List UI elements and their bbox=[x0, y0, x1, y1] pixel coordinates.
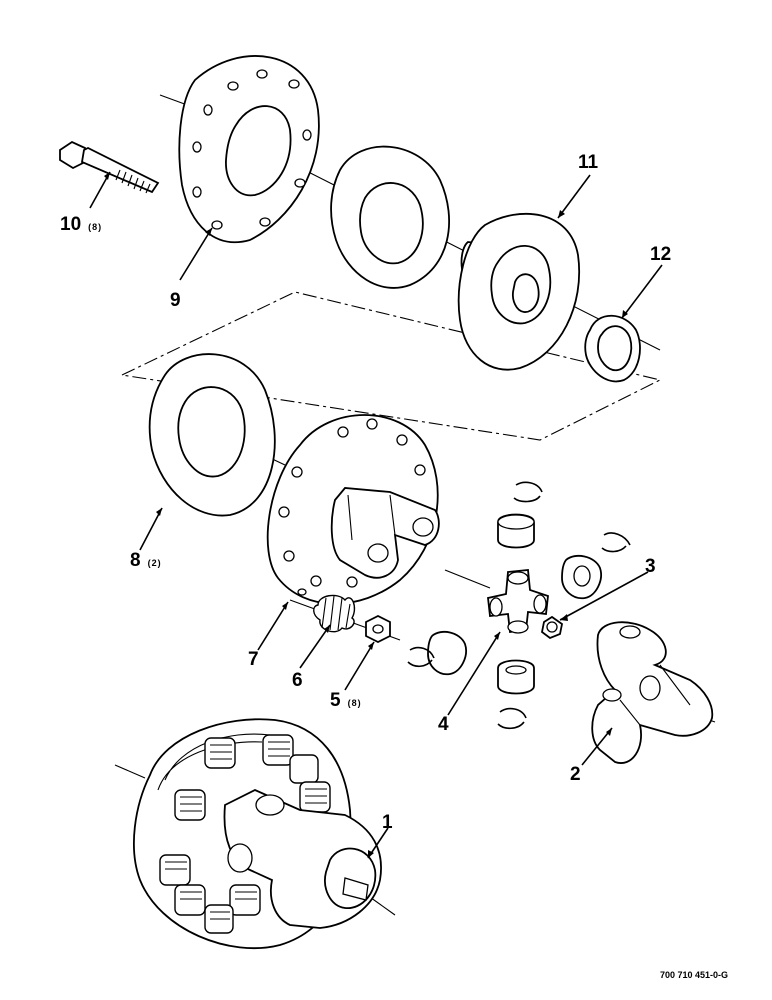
drawing-number: 700 710 451-0-G bbox=[660, 970, 728, 980]
part-6-spring bbox=[313, 594, 356, 633]
callout-4: 4 bbox=[438, 714, 449, 735]
part-8-disc bbox=[148, 353, 276, 517]
callout-8-quantity: (2) bbox=[148, 558, 162, 568]
callout-3: 3 bbox=[645, 556, 656, 577]
friction-ring bbox=[330, 145, 451, 289]
part-4-universal-joint bbox=[407, 481, 631, 730]
part-10-bolt bbox=[59, 140, 160, 194]
callout-7: 7 bbox=[248, 649, 259, 670]
callout-10: 10 (8) bbox=[60, 214, 102, 235]
callout-10-quantity: (8) bbox=[88, 222, 102, 232]
callout-2: 2 bbox=[570, 764, 581, 785]
callout-9: 9 bbox=[170, 290, 181, 311]
part-9-flange-plate bbox=[178, 55, 320, 244]
callout-1: 1 bbox=[382, 812, 393, 833]
callout-labels: 1 2 3 4 5 (8) 6 7 8 (2) 9 10 (8) 11 12 bbox=[60, 152, 671, 833]
callout-10-number: 10 bbox=[60, 214, 81, 235]
callout-5-quantity: (8) bbox=[348, 698, 362, 708]
callout-5-number: 5 bbox=[330, 690, 341, 711]
callout-6: 6 bbox=[292, 670, 303, 691]
callout-8-number: 8 bbox=[130, 550, 141, 571]
part-7-flange-yoke bbox=[266, 414, 440, 605]
part-1-clutch-assembly bbox=[133, 718, 382, 950]
part-5-nut bbox=[365, 614, 391, 644]
clutch-springs bbox=[159, 734, 331, 934]
assembly-boundary bbox=[120, 291, 662, 441]
callout-5: 5 (8) bbox=[330, 690, 362, 711]
callout-8: 8 (2) bbox=[130, 550, 162, 571]
part-12-ring bbox=[584, 314, 641, 383]
leader-lines bbox=[89, 171, 663, 859]
callout-12: 12 bbox=[650, 244, 671, 265]
callout-11: 11 bbox=[578, 152, 599, 173]
part-3-grease-fitting bbox=[541, 615, 563, 640]
part-11-hub bbox=[457, 212, 580, 371]
part-2-yoke bbox=[591, 621, 714, 764]
